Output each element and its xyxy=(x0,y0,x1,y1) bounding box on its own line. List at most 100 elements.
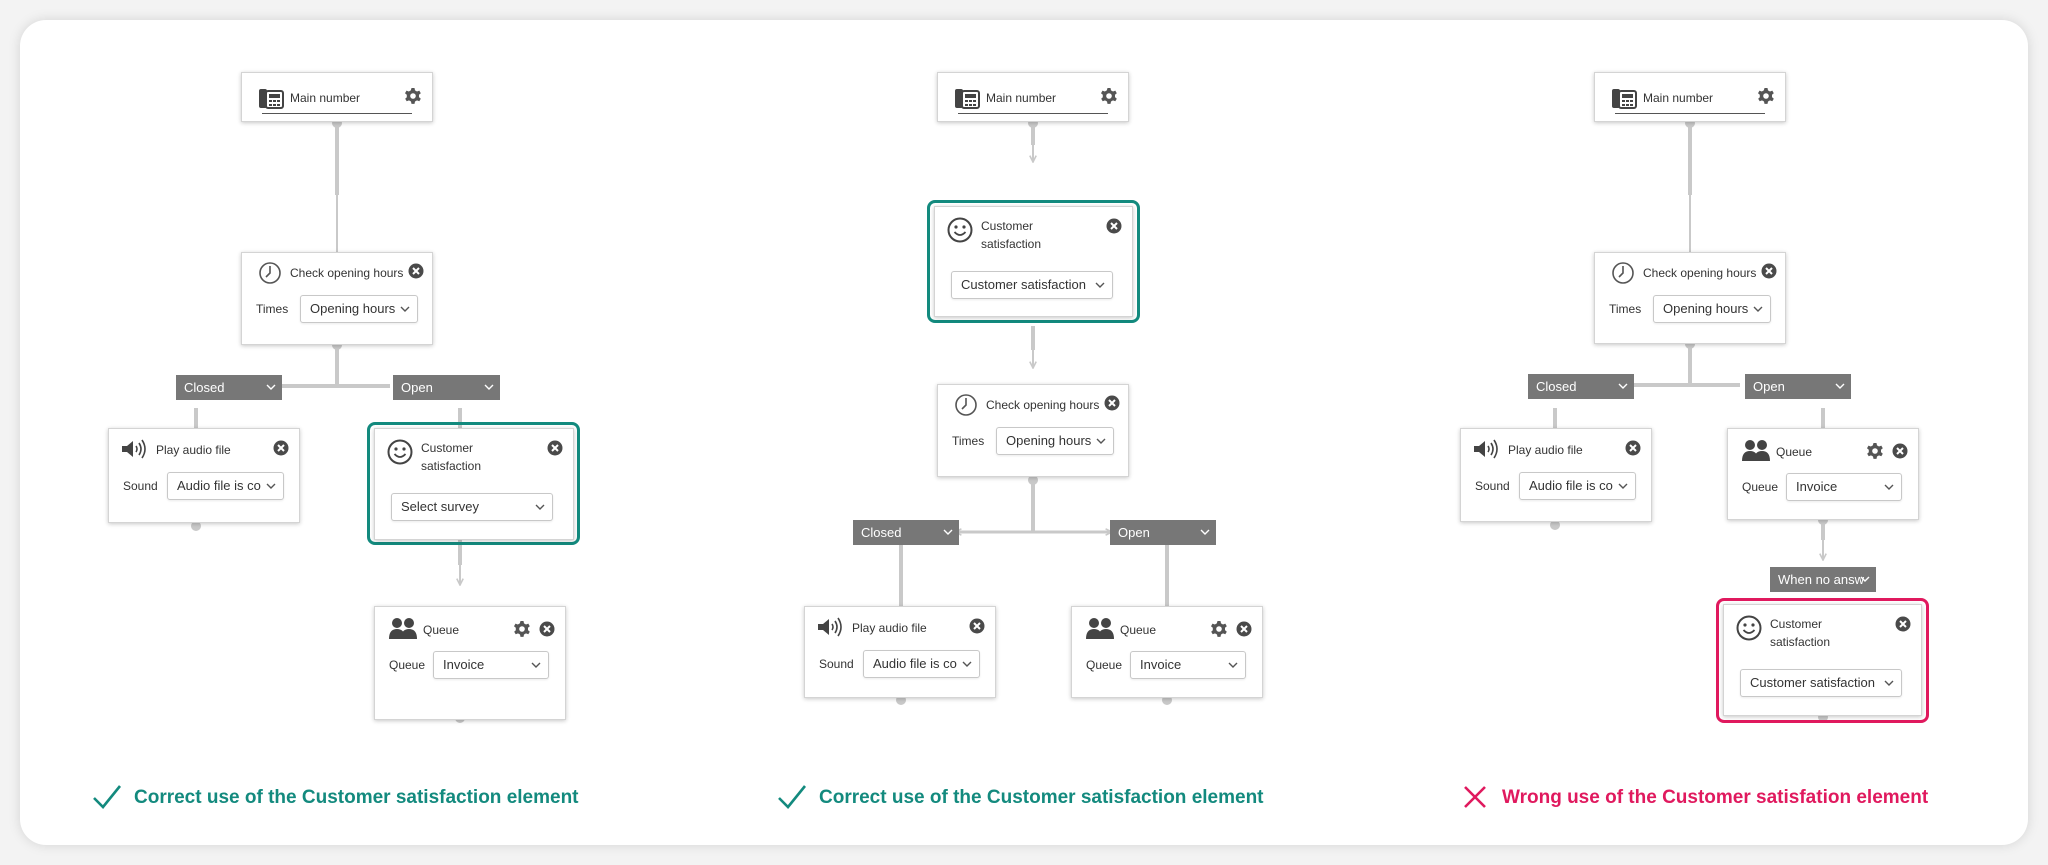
node-title: Queue xyxy=(1776,445,1813,459)
field-label: Times xyxy=(256,302,289,316)
gear-icon[interactable] xyxy=(1757,87,1775,105)
field-label: Sound xyxy=(123,479,158,493)
close-icon[interactable] xyxy=(1104,395,1120,411)
smiley-icon xyxy=(387,439,413,465)
highlight-wrong xyxy=(1716,598,1929,723)
field-label: Queue xyxy=(1086,658,1123,672)
close-icon[interactable] xyxy=(1895,616,1911,632)
customer-satisfaction-node[interactable]: Customer satisfaction Select survey xyxy=(374,428,574,540)
field-label: Sound xyxy=(819,657,854,671)
check-opening-hours-node[interactable]: Check opening hours Times Opening hours xyxy=(1594,252,1786,344)
queue-select[interactable]: Invoice xyxy=(1130,651,1246,679)
people-icon xyxy=(1086,618,1114,639)
close-icon[interactable] xyxy=(408,263,424,279)
customer-satisfaction-node[interactable]: Customer satisfaction Customer satisfact… xyxy=(1723,604,1922,716)
chevron-down-icon xyxy=(943,529,953,535)
close-icon[interactable] xyxy=(273,440,289,456)
play-audio-file-node[interactable]: Play audio file Sound Audio file is co xyxy=(1460,428,1652,522)
node-title: Play audio file xyxy=(156,443,231,457)
node-title: Play audio file xyxy=(1508,443,1583,457)
times-select[interactable]: Opening hours xyxy=(1653,295,1771,323)
close-icon[interactable] xyxy=(1761,263,1777,279)
check-opening-hours-node[interactable]: Check opening hours Times Opening hours xyxy=(241,252,433,345)
main-number-node[interactable]: Main number xyxy=(241,72,433,122)
close-icon[interactable] xyxy=(1236,621,1252,637)
chevron-down-icon xyxy=(1618,383,1628,389)
gear-icon[interactable] xyxy=(1866,442,1884,460)
survey-select[interactable]: Customer satisfaction xyxy=(951,271,1113,299)
check-opening-hours-node[interactable]: Check opening hours Times Opening hours xyxy=(937,384,1129,477)
chevron-down-icon xyxy=(1860,576,1870,582)
chevron-down-icon xyxy=(1884,680,1894,686)
survey-select[interactable]: Select survey xyxy=(391,493,553,521)
desk-phone-icon xyxy=(1612,89,1637,109)
field-label: Queue xyxy=(1742,480,1779,494)
node-title: Customer satisfaction xyxy=(1770,617,1831,649)
close-icon[interactable] xyxy=(1106,218,1122,234)
branch-closed[interactable]: Closed xyxy=(1528,374,1634,399)
close-icon[interactable] xyxy=(1625,440,1641,456)
main-number-node[interactable]: Main number xyxy=(1594,72,1786,122)
queue-select[interactable]: Invoice xyxy=(1786,473,1902,501)
close-icon[interactable] xyxy=(539,621,555,637)
node-title: Play audio file xyxy=(852,621,927,635)
times-select[interactable]: Opening hours xyxy=(996,427,1114,455)
cross-icon xyxy=(1464,786,1486,808)
queue-select[interactable]: Invoice xyxy=(433,651,549,679)
chevron-down-icon xyxy=(535,504,545,510)
highlight-correct xyxy=(927,200,1140,323)
sound-select[interactable]: Audio file is co xyxy=(863,650,980,678)
node-title: Check opening hours xyxy=(290,266,404,280)
chevron-down-icon xyxy=(266,483,276,489)
clock-icon xyxy=(259,262,281,284)
gear-icon[interactable] xyxy=(404,87,422,105)
node-title: Queue xyxy=(1120,623,1157,637)
branch-open[interactable]: Open xyxy=(393,375,500,400)
node-title: Check opening hours xyxy=(1643,266,1757,280)
node-title: Customer satisfaction xyxy=(981,219,1042,251)
branch-open[interactable]: Open xyxy=(1110,520,1216,545)
flow-connectors xyxy=(191,118,1828,723)
survey-select[interactable]: Customer satisfaction xyxy=(1740,669,1902,697)
play-audio-file-node[interactable]: Play audio file Sound Audio file is co xyxy=(804,606,996,698)
chevron-down-icon xyxy=(484,384,494,390)
times-select[interactable]: Opening hours xyxy=(300,295,418,323)
queue-node[interactable]: Queue Queue Invoice xyxy=(1727,428,1919,520)
close-icon[interactable] xyxy=(547,440,563,456)
queue-node[interactable]: Queue Queue Invoice xyxy=(374,606,566,720)
chevron-down-icon xyxy=(1753,306,1763,312)
node-title: Main number xyxy=(1643,91,1714,105)
sound-select[interactable]: Audio file is co xyxy=(167,472,284,500)
chevron-down-icon xyxy=(1096,438,1106,444)
branch-closed[interactable]: Closed xyxy=(853,520,959,545)
speaker-icon xyxy=(122,439,146,459)
field-label: Queue xyxy=(389,658,426,672)
node-title: Main number xyxy=(290,91,361,105)
branch-closed[interactable]: Closed xyxy=(176,375,282,400)
people-icon xyxy=(389,618,417,639)
node-title: Queue xyxy=(423,623,460,637)
main-number-node[interactable]: Main number xyxy=(937,72,1129,122)
queue-node[interactable]: Queue Queue Invoice xyxy=(1071,606,1263,698)
gear-icon[interactable] xyxy=(1100,87,1118,105)
sound-select[interactable]: Audio file is co xyxy=(1519,472,1636,500)
gear-icon[interactable] xyxy=(513,620,531,638)
node-divider xyxy=(1615,113,1765,114)
field-label: Sound xyxy=(1475,479,1510,493)
chevron-down-icon xyxy=(531,662,541,668)
branch-open[interactable]: Open xyxy=(1745,374,1851,399)
gear-icon[interactable] xyxy=(1210,620,1228,638)
field-label: Times xyxy=(1609,302,1642,316)
chevron-down-icon xyxy=(1095,282,1105,288)
smiley-icon xyxy=(1736,615,1762,641)
close-icon[interactable] xyxy=(1892,443,1908,459)
desk-phone-icon xyxy=(259,89,284,109)
customer-satisfaction-node[interactable]: Customer satisfaction Customer satisfact… xyxy=(934,206,1133,317)
branch-when-no-answer[interactable]: When no answ xyxy=(1770,567,1876,592)
desk-phone-icon xyxy=(955,89,980,109)
close-icon[interactable] xyxy=(969,618,985,634)
play-audio-file-node[interactable]: Play audio file Sound Audio file is co xyxy=(108,428,300,523)
chevron-down-icon xyxy=(1884,484,1894,490)
chevron-down-icon xyxy=(1835,383,1845,389)
diagram-card: Main number Check opening hours Times Op… xyxy=(20,20,2028,845)
